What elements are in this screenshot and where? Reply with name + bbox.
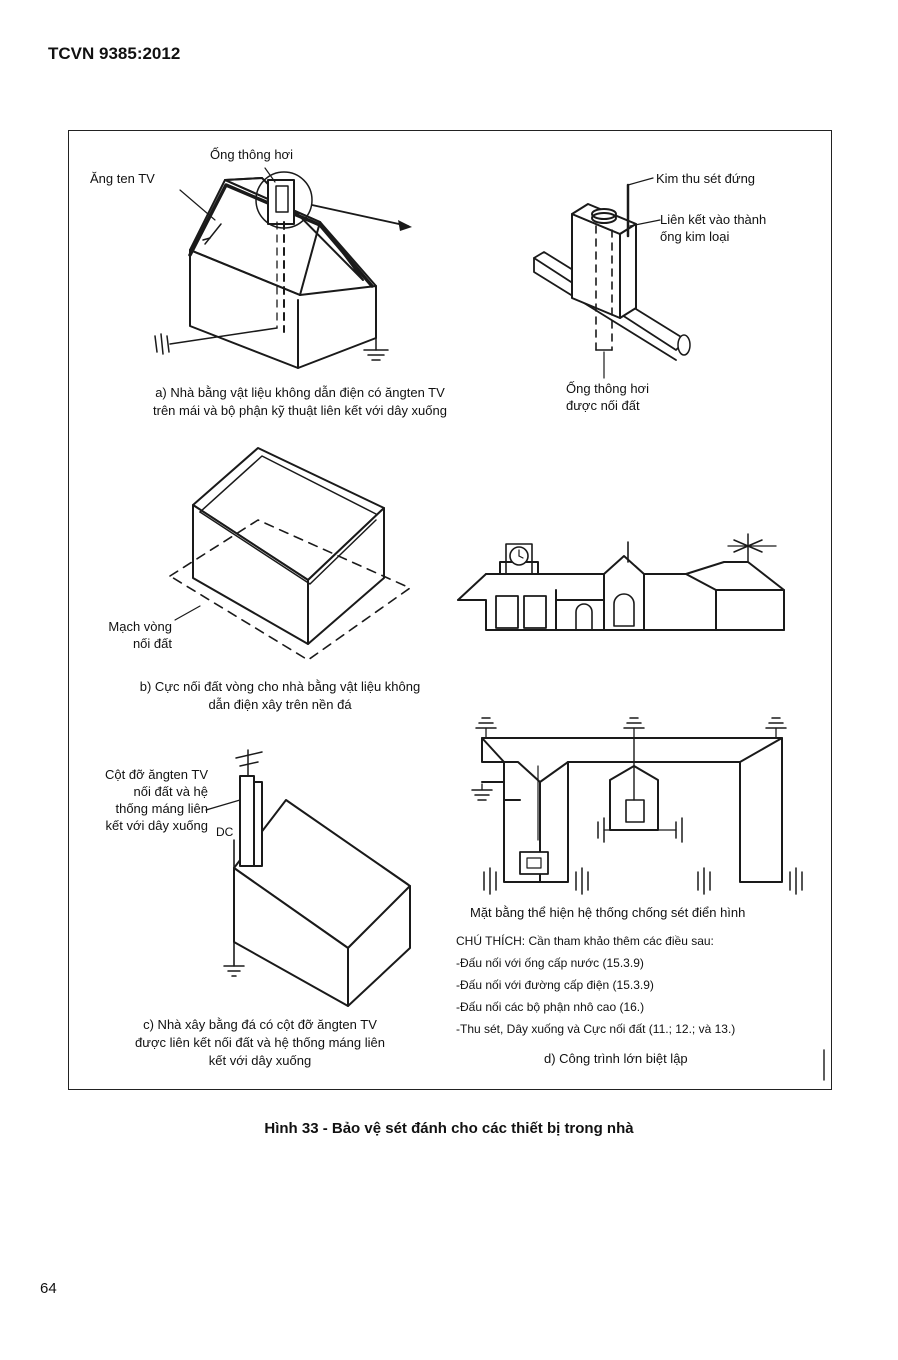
- note-item: -Thu sét, Dây xuống và Cực nối đất (11.;…: [456, 1022, 736, 1036]
- note-item: -Đấu nối các bộ phận nhô cao (16.): [456, 1000, 645, 1014]
- house-b-drawing: [169, 447, 411, 661]
- mast-label-line: kết với dây xuống: [105, 818, 208, 833]
- earth-ring-line: Mạch vòng: [108, 619, 172, 634]
- caption-c-line: được liên kết nối đất và hệ thống máng l…: [135, 1035, 385, 1050]
- mast-label: Cột đỡ ăngten TV nối đất và hệ thống mán…: [74, 766, 208, 834]
- note-block: CHÚ THÍCH: Cần tham khảo thêm các điều s…: [456, 930, 735, 1040]
- figure-frame: [68, 130, 832, 1090]
- bond-label-line: Liên kết vào thành: [660, 212, 767, 227]
- house-c-drawing: [205, 749, 411, 1007]
- vent-pipe-label: Ống thông hơi: [210, 147, 293, 162]
- bond-label-line: ống kim loại: [660, 229, 730, 244]
- vent-earthed-line: được nối đất: [566, 398, 640, 413]
- bond-label: Liên kết vào thành ống kim loại: [660, 211, 766, 245]
- vent-earthed-line: Ống thông hơi: [566, 381, 649, 396]
- building-plan-drawing: [471, 717, 825, 1081]
- antenna-label: Ăng ten TV: [90, 171, 155, 186]
- caption-a-line: a) Nhà bằng vật liệu không dẫn điện có ă…: [155, 385, 445, 400]
- standard-code: TCVN 9385:2012: [48, 44, 181, 63]
- caption-c-line: kết với dây xuống: [208, 1053, 312, 1068]
- figure-caption: Hình 33 - Bảo vệ sét đánh cho các thiết …: [264, 1120, 634, 1137]
- note-item: -Đấu nối với đường cấp điện (15.3.9): [456, 978, 654, 992]
- earth-ring-label: Mạch vòng nối đất: [90, 618, 172, 652]
- caption-b-line: b) Cực nối đất vòng cho nhà bằng vật liệ…: [139, 679, 421, 694]
- caption-c: c) Nhà xây bằng đá có cột đỡ ăngten TV đ…: [60, 1016, 460, 1070]
- building-elevation-drawing: [457, 533, 785, 631]
- vent-pipe-drawing: [533, 177, 691, 379]
- earth-ring-line: nối đất: [132, 636, 172, 651]
- note-title: CHÚ THÍCH: Cần tham khảo thêm các điều s…: [456, 934, 714, 948]
- page-number: 64: [40, 1280, 57, 1297]
- caption-c-line: c) Nhà xây bằng đá có cột đỡ ăngten TV: [143, 1017, 377, 1032]
- house-a-drawing: [154, 167, 412, 369]
- caption-a: a) Nhà bằng vật liệu không dẫn điện có ă…: [100, 384, 500, 420]
- note-item: -Đấu nối với ống cấp nước (15.3.9): [456, 956, 644, 970]
- mast-label-line: thống máng liên: [115, 801, 208, 816]
- plan-title: Mặt bằng thể hiện hệ thống chống sét điể…: [470, 905, 746, 920]
- vent-earthed-label: Ống thông hơi được nối đất: [566, 380, 649, 414]
- mast-label-line: nối đất và hệ: [133, 784, 208, 799]
- caption-a-line: trên mái và bộ phận kỹ thuật liên kết vớ…: [153, 403, 447, 418]
- air-rod-label: Kim thu sét đứng: [656, 171, 756, 186]
- mast-label-line: Cột đỡ ăngten TV: [105, 767, 208, 782]
- dc-label: DC: [216, 825, 234, 839]
- caption-b-line: dẫn điện xây trên nền đá: [208, 697, 352, 712]
- caption-b: b) Cực nối đất vòng cho nhà bằng vật liệ…: [80, 678, 480, 714]
- caption-d: d) Công trình lớn biệt lập: [544, 1051, 688, 1066]
